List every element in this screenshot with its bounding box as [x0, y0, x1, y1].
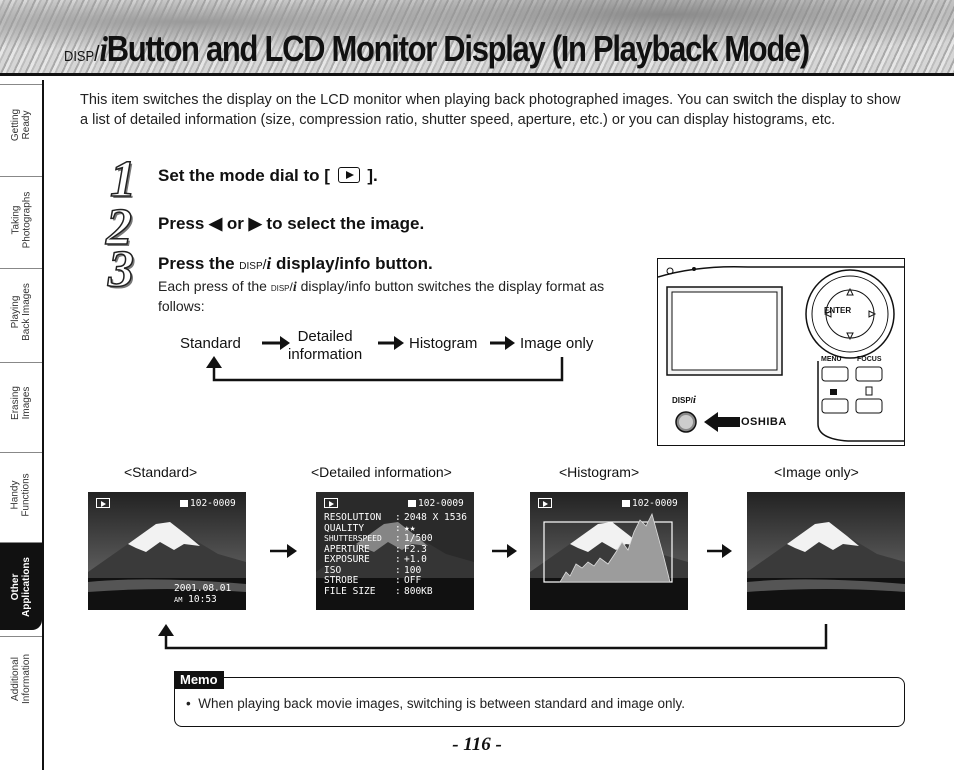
page-title: disp/iButton and LCD Monitor Display (In…: [64, 28, 811, 69]
play-icon: [324, 498, 338, 508]
menu-label: MENU: [821, 356, 842, 363]
thumb-histogram: 102-0009: [530, 492, 688, 610]
file-number: 102-0009: [622, 498, 678, 510]
caption-image-only: <Image only>: [774, 464, 859, 480]
info-i-icon: i: [266, 254, 272, 273]
step-1-title: Set the mode dial to [ ].: [158, 166, 378, 185]
step-number-3: 3: [107, 240, 135, 299]
file-number: 102-0009: [180, 498, 236, 510]
play-icon: [96, 498, 110, 508]
tab-handy-functions[interactable]: Handy Functions: [0, 452, 42, 536]
thumb-standard: 102-0009 2001.08.01 AM 10:53: [88, 492, 246, 610]
caption-detailed: <Detailed information>: [311, 464, 452, 480]
detail-separators: ::::::::: [395, 512, 401, 597]
date-stamp: 2001.08.01: [174, 583, 232, 594]
brand-logo: OSHIBA: [741, 416, 787, 428]
step-3-description: Each press of the disp/i display/info bu…: [158, 278, 605, 314]
focus-label: FOCUS: [857, 356, 882, 363]
thumb-image-only: [747, 492, 905, 610]
step-3-title: Press the disp/i display/info button.: [158, 254, 433, 273]
histogram-graph: [559, 512, 671, 583]
disp-label: disp: [64, 41, 95, 66]
chapter-sidebar: Getting Ready Taking Photographs Playing…: [0, 80, 44, 770]
time-stamp: AM 10:53: [174, 594, 217, 605]
memo-text: • When playing back movie images, switch…: [186, 696, 686, 711]
file-number: 102-0009: [408, 498, 464, 510]
step-2-title: Press ◀ or ▶ to select the image.: [158, 214, 425, 233]
tab-taking-photographs[interactable]: Taking Photographs: [0, 176, 42, 262]
camera-back-illustration: ENTER MENU FOCUS DISP/i OSHIBA: [657, 258, 905, 446]
caption-standard: <Standard>: [124, 464, 198, 480]
memo-box: [174, 677, 905, 727]
mountain-scene: [88, 492, 246, 610]
disp-button-label: DISP/i: [672, 394, 696, 406]
flow-standard-label: Standard: [180, 335, 241, 352]
step-number-2: 2: [105, 198, 133, 257]
playback-mode-icon: [337, 167, 360, 183]
tab-additional-information[interactable]: Additional Information: [0, 636, 42, 720]
tab-erasing-images[interactable]: Erasing Images: [0, 362, 42, 442]
caption-histogram: <Histogram>: [559, 464, 640, 480]
tab-getting-ready[interactable]: Getting Ready: [0, 84, 42, 164]
play-icon: [538, 498, 552, 508]
right-arrow-icon: ▶: [248, 214, 262, 233]
step-number-1: 1: [109, 150, 137, 209]
page-number: - 116 -: [452, 734, 502, 755]
left-arrow-icon: ◀: [209, 214, 223, 233]
flow-image-only-label: Image only: [520, 335, 594, 352]
info-i-icon: i: [99, 29, 108, 69]
flow-histogram-label: Histogram: [409, 335, 478, 352]
flow-detailed-label: Detailed information: [288, 328, 363, 363]
intro-text: This item switches the display on the LC…: [80, 92, 901, 128]
page-header: disp/iButton and LCD Monitor Display (In…: [0, 0, 954, 76]
memo-tag: Memo: [174, 671, 224, 689]
tab-playing-back-images[interactable]: Playing Back Images: [0, 268, 42, 354]
title-text: Button and LCD Monitor Display (In Playb…: [106, 28, 811, 69]
enter-button: ENTER: [824, 306, 852, 315]
tab-other-applications[interactable]: Other Applications: [0, 542, 42, 630]
